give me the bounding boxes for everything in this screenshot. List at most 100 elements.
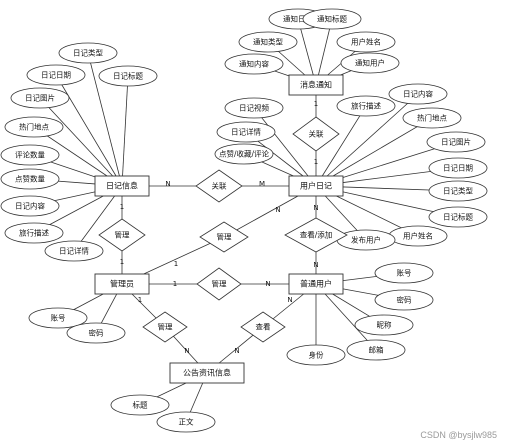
attribute-label: 日记内容 (403, 89, 433, 99)
attribute-ellipse (426, 131, 486, 153)
cardinality-label: 1 (120, 258, 124, 266)
attribute-ellipse (336, 95, 396, 117)
attribute-label: 日记图片 (25, 93, 55, 103)
entity-label: 公告资讯信息 (183, 368, 231, 378)
relation-diamond (284, 217, 348, 253)
cardinality-label: N (313, 261, 318, 269)
attribute-ellipse (354, 314, 414, 336)
attribute-label: 日记日期 (443, 164, 473, 173)
attribute-ellipse (388, 83, 448, 105)
attribute-ellipse (302, 8, 362, 30)
attribute-label: 旅行描述 (19, 228, 49, 238)
attribute-label: 通知日期 (283, 14, 313, 24)
attribute-ellipse (340, 52, 400, 74)
attribute-ellipse (0, 144, 60, 166)
attribute-ellipse (0, 195, 60, 217)
attribute-label: 旅行描述 (351, 101, 381, 111)
attribute-ellipse (26, 64, 86, 86)
entity-label: 管理员 (110, 279, 134, 289)
attribute-ellipse (402, 107, 462, 129)
attribute-ellipse (428, 180, 488, 202)
attribute-ellipse (4, 222, 64, 244)
cardinality-label: N (165, 180, 170, 188)
cardinality-label: N (265, 280, 270, 288)
watermark: CSDN @bysjlw985 (420, 430, 497, 440)
relation-diamond (142, 311, 188, 343)
attribute-label: 账号 (51, 314, 66, 323)
attribute-label: 身份 (309, 350, 324, 360)
cardinality-label: N (287, 296, 292, 304)
attribute-label: 热门地点 (417, 113, 447, 123)
attribute-ellipse (428, 206, 488, 228)
cardinality-label: N (234, 347, 239, 355)
relation-diamond (195, 169, 243, 203)
attribute-label: 用户姓名 (403, 231, 433, 241)
entity-box (288, 273, 344, 295)
relation-label: 查看 (256, 322, 271, 332)
attribute-ellipse (374, 262, 434, 284)
relation-diamond (98, 218, 146, 252)
attribute-ellipse (10, 87, 70, 109)
relation-diamond (292, 116, 340, 152)
cardinality-label: 1 (174, 260, 178, 268)
attribute-label: 日记详情 (231, 127, 261, 137)
attribute-label: 日记图片 (441, 137, 471, 147)
attribute-ellipse (0, 168, 60, 190)
attribute-ellipse (28, 307, 88, 329)
attribute-ellipse (216, 121, 276, 143)
attribute-label: 密码 (397, 295, 412, 305)
attribute-label: 昵称 (377, 320, 392, 330)
cardinality-label: N (275, 206, 280, 214)
relation-label: 管理 (212, 279, 227, 289)
attribute-ellipse (58, 42, 118, 64)
cardinality-label: N (184, 347, 189, 355)
relation-diamond (240, 311, 286, 343)
entity-box (94, 175, 150, 197)
cardinality-label: 1 (138, 296, 142, 304)
attribute-label: 评论数量 (15, 150, 45, 160)
attribute-label: 日记标题 (443, 212, 473, 222)
attribute-label: 通知标题 (317, 14, 347, 24)
attribute-label: 账号 (397, 269, 412, 278)
attribute-ellipse (286, 344, 346, 366)
attribute-label: 通知用户 (355, 58, 385, 68)
attribute-ellipse (224, 53, 284, 75)
attribute-label: 日记内容 (15, 201, 45, 211)
attribute-label: 点赞数量 (15, 174, 45, 184)
attribute-label: 日记详情 (59, 246, 89, 256)
relation-label: 管理 (217, 232, 232, 242)
attribute-ellipse (44, 240, 104, 262)
entity-label: 普通用户 (300, 279, 332, 289)
cardinality-label: 1 (314, 158, 318, 166)
attribute-label: 日记标题 (113, 71, 143, 81)
relation-label: 关联 (309, 129, 324, 139)
entity-label: 用户日记 (300, 181, 332, 191)
attribute-ellipse (4, 116, 64, 138)
attribute-ellipse (214, 143, 274, 165)
attribute-ellipse (66, 322, 126, 344)
attribute-ellipse (238, 31, 298, 53)
relation-label: 管理 (115, 230, 130, 240)
cardinality-label: 1 (314, 100, 318, 108)
attribute-label: 日记类型 (73, 48, 103, 58)
relation-label: 查看/添加 (300, 230, 333, 240)
cardinality-label: 1 (173, 280, 177, 288)
attribute-label: 日记日期 (41, 71, 71, 80)
attribute-ellipse (428, 157, 488, 179)
attribute-label: 点赞/收藏/评论 (219, 149, 270, 159)
entity-box (94, 273, 150, 295)
attribute-ellipse (110, 394, 170, 416)
attribute-label: 标题 (133, 400, 148, 410)
attribute-label: 日记类型 (443, 186, 473, 196)
cardinality-label: N (313, 204, 318, 212)
cardinality-label: 1 (120, 203, 124, 211)
entity-box (288, 175, 344, 197)
entity-box (169, 362, 245, 384)
attribute-label: 日记视频 (239, 103, 269, 113)
relation-label: 关联 (212, 181, 227, 191)
cardinality-label: M (259, 180, 265, 188)
entity-box (288, 74, 344, 96)
attribute-label: 正文 (179, 417, 194, 427)
entity-label: 日记信息 (106, 181, 138, 191)
